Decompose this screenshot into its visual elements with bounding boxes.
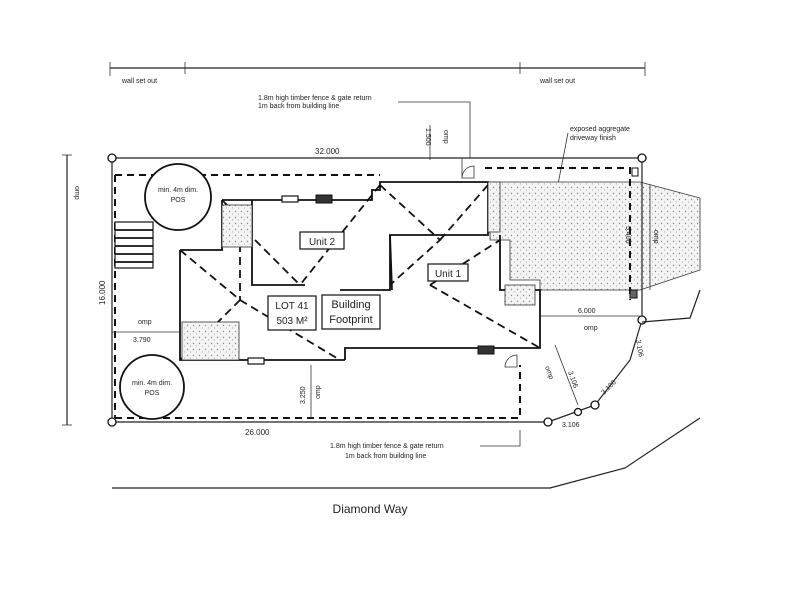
lot-area: 503 M² xyxy=(276,316,308,327)
gate-swing-bottom xyxy=(504,354,518,368)
fence-note-top-line1: 1.8m high timber fence & gate return xyxy=(258,95,372,102)
pos-circle-top xyxy=(144,163,212,231)
lot-number: LOT 41 xyxy=(275,301,309,312)
window-fixture-1 xyxy=(281,195,299,203)
fence-note-bottom-line2: 1m back from building line xyxy=(345,453,426,460)
road-kerb xyxy=(112,417,701,489)
wall-set-out-label-right: wall set out xyxy=(539,78,575,85)
pos-circle-bottom xyxy=(119,354,185,420)
corner-dim-line xyxy=(554,344,579,406)
left-setback-text: 3.790 xyxy=(133,337,151,344)
top-width-text: 32.000 xyxy=(315,147,340,156)
right-setback-text: 6.000 xyxy=(578,308,596,315)
driveway-note-line2: driveway finish xyxy=(570,135,616,142)
omp-bottom-label: omp xyxy=(315,385,322,399)
pos-top-line2: POS xyxy=(171,197,186,204)
truncation-4: 3.106 xyxy=(562,422,580,429)
left-depth-text: 16.000 xyxy=(98,280,107,305)
omp-top-label: omp xyxy=(442,130,449,144)
truncation-3: 3.106 xyxy=(600,379,617,396)
pos-bottom-line1: min. 4m dim. xyxy=(132,380,172,387)
fence-note-bottom-line1: 1.8m high timber fence & gate return xyxy=(330,443,444,450)
unit1-box xyxy=(427,263,469,282)
footprint-line1: Building xyxy=(331,299,370,311)
top-setback-text: 1.500 xyxy=(424,128,431,146)
wall-set-out-label-left: wall set out xyxy=(121,78,157,85)
verge-line xyxy=(641,289,701,323)
paved-area-1 xyxy=(221,204,253,248)
bottom-width-text: 26.000 xyxy=(245,428,270,437)
fence-note-top-line2: 1m back from building line xyxy=(258,103,339,110)
omp-right-label: omp xyxy=(584,325,598,332)
omp-left-label: omp xyxy=(73,186,80,200)
fence-leader-bottom xyxy=(480,430,521,447)
meter-box-1 xyxy=(315,194,333,204)
unit2-box xyxy=(299,231,345,250)
truncation-2: 3.106 xyxy=(634,339,644,358)
street-name: Diamond Way xyxy=(333,502,408,516)
omp-corner-label: omp xyxy=(543,365,554,380)
letterbox xyxy=(631,167,639,177)
lot-boundary xyxy=(107,153,647,427)
paved-area-2 xyxy=(181,321,240,361)
driveway-note-line1: exposed aggregate xyxy=(570,126,630,133)
lot-box xyxy=(267,295,317,331)
window-fixture-2 xyxy=(247,357,265,365)
meter-box-2 xyxy=(477,345,495,355)
bin-pad xyxy=(629,289,638,299)
pos-top-line1: min. 4m dim. xyxy=(158,187,198,194)
footprint-line2: Footprint xyxy=(329,314,372,326)
steps xyxy=(114,221,154,269)
paved-area-3 xyxy=(487,181,501,233)
gate-swing-top xyxy=(461,165,475,179)
bottom-setback-text: 3.250 xyxy=(300,386,307,404)
fence-leader-top xyxy=(398,101,471,158)
boundary-fence xyxy=(114,167,631,419)
top-dimension-line xyxy=(109,62,646,76)
driveway-area xyxy=(489,181,701,291)
unit1-label: Unit 1 xyxy=(435,269,462,280)
footprint-box xyxy=(321,294,381,330)
omp-driveway-label: omp xyxy=(652,230,659,244)
pos-bottom-line2: POS xyxy=(145,390,160,397)
unit2-label: Unit 2 xyxy=(309,237,336,248)
driveway-width-text: 5.400 xyxy=(624,226,631,244)
omp-setback-left: omp xyxy=(138,319,152,326)
paved-area-4 xyxy=(504,284,536,306)
